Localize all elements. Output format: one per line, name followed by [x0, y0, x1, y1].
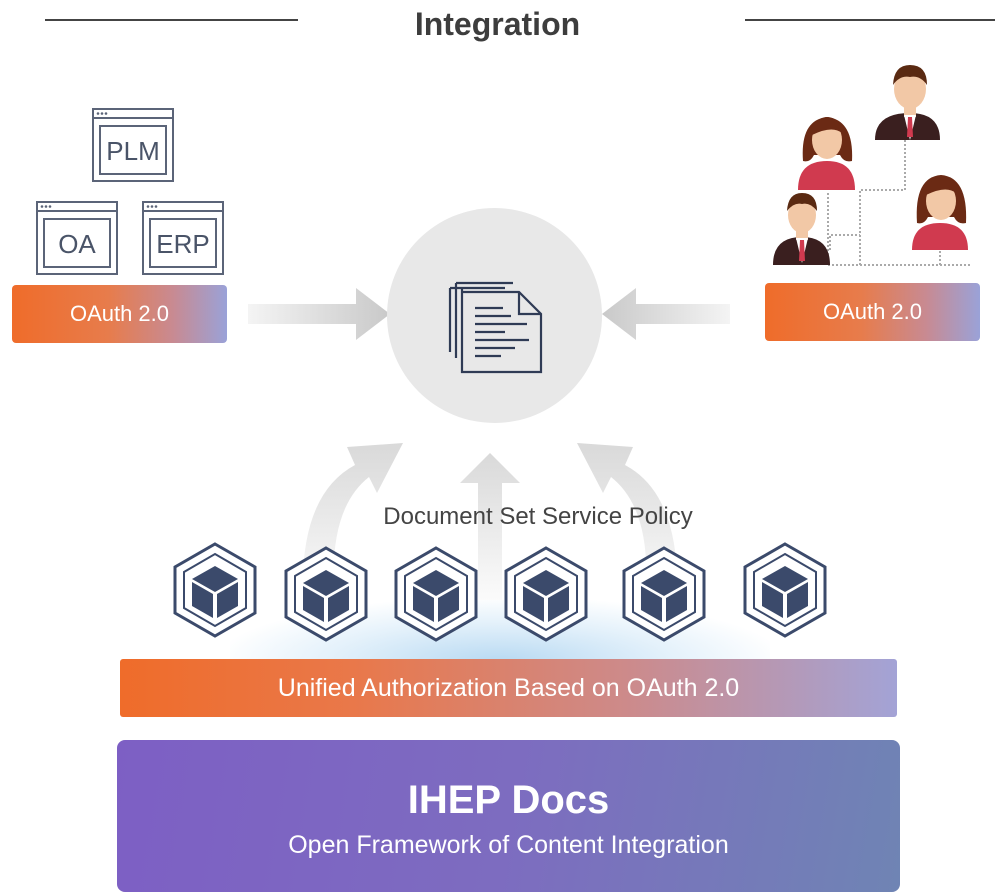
user-woman-left [798, 117, 855, 190]
cube-icon [284, 546, 368, 642]
left-oauth-badge: OAuth 2.0 [12, 285, 227, 343]
service-cubes [173, 542, 827, 642]
right-arrow-icon [602, 288, 730, 340]
title-line-right [745, 19, 995, 21]
plm-window-icon: PLM [92, 108, 174, 182]
plm-label: PLM [106, 136, 159, 166]
users-group-icon [773, 65, 970, 266]
product-banner: IHEP Docs Open Framework of Content Inte… [117, 740, 900, 892]
page-title: Integration [414, 6, 581, 42]
user-man-left [773, 193, 830, 265]
user-woman-right [912, 175, 968, 250]
documents-icon [448, 281, 543, 374]
policy-label: Document Set Service Policy [383, 503, 693, 530]
oa-window-icon: OA [36, 201, 118, 275]
erp-window-icon: ERP [142, 201, 224, 275]
cube-icon [394, 546, 478, 642]
product-subtitle: Open Framework of Content Integration [288, 831, 729, 859]
erp-label: ERP [156, 229, 209, 259]
unified-authorization-bar: Unified Authorization Based on OAuth 2.0 [120, 659, 897, 717]
title-line-left [45, 19, 298, 21]
cube-icon [173, 542, 257, 638]
left-arrow-icon [248, 288, 390, 340]
cube-icon [622, 546, 706, 642]
cube-icon [504, 546, 588, 642]
product-title: IHEP Docs [407, 778, 610, 822]
right-oauth-badge: OAuth 2.0 [765, 283, 980, 341]
cube-icon [743, 542, 827, 638]
oa-label: OA [58, 229, 96, 259]
user-man-top [875, 65, 940, 140]
